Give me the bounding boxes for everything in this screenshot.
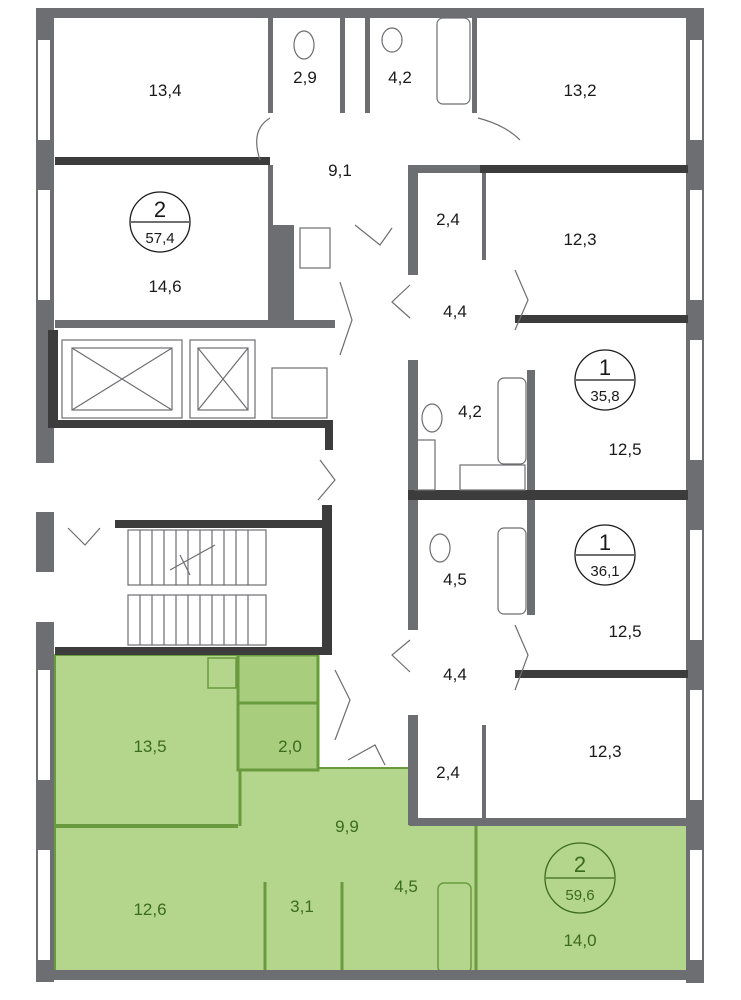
room-area: 14,6: [148, 277, 181, 296]
room-area: 12,6: [133, 900, 166, 919]
room-area: 4,2: [458, 402, 482, 421]
room-area: 13,2: [563, 81, 596, 100]
room-area: 4,4: [443, 302, 467, 321]
room-area: 2,4: [436, 763, 460, 782]
room-area: 2,0: [278, 737, 302, 756]
elevator-shafts: [61, 339, 256, 419]
room-area: 12,3: [563, 230, 596, 249]
room-labels: 13,4 2,9 4,2 13,2 9,1 14,6 2,4 12,3 4,4 …: [133, 68, 641, 950]
interior-walls: [48, 18, 688, 826]
room-area: 4,2: [388, 68, 412, 87]
rooms-count: 1: [599, 530, 611, 555]
room-area: 4,5: [443, 570, 467, 589]
room-area: 4,4: [443, 665, 467, 684]
room-area: 14,0: [563, 931, 596, 950]
room-area: 13,4: [148, 81, 181, 100]
total-area: 36,1: [590, 563, 619, 580]
room-area: 12,5: [608, 622, 641, 641]
room-area: 13,5: [133, 737, 166, 756]
apartment-marker-358[interactable]: 1 35,8: [574, 349, 636, 411]
exterior-walls: [36, 8, 704, 983]
rooms-count: 1: [599, 355, 611, 380]
rooms-count: 2: [154, 197, 166, 222]
apartment-marker-596[interactable]: 2 59,6: [544, 842, 616, 914]
doors[interactable]: [67, 117, 529, 766]
room-area: 2,9: [293, 68, 317, 87]
total-area: 35,8: [590, 388, 619, 405]
room-area: 9,1: [328, 161, 352, 180]
room-area: 12,5: [608, 440, 641, 459]
highlighted-apartment[interactable]: [54, 653, 689, 976]
rooms-count: 2: [574, 852, 586, 877]
apartment-marker-57[interactable]: 2 57,4: [129, 191, 191, 253]
bathroom-fixtures: [271, 17, 527, 615]
apartment-marker-361[interactable]: 1 36,1: [574, 524, 636, 586]
room-area: 9,9: [335, 817, 359, 836]
room-area: 2,4: [436, 210, 460, 229]
staircase: [127, 529, 267, 646]
room-area: 4,5: [394, 877, 418, 896]
room-area: 12,3: [588, 742, 621, 761]
total-area: 59,6: [565, 887, 594, 904]
room-area: 3,1: [290, 897, 314, 916]
total-area: 57,4: [145, 230, 174, 247]
